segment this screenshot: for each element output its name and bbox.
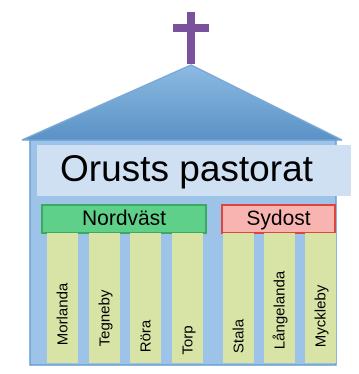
section-box-sydost (221, 204, 336, 234)
parish-column (130, 233, 161, 363)
parish-column (305, 233, 336, 363)
section-label-nordvast: Nordväst (81, 207, 167, 230)
parish-column (172, 233, 203, 363)
parish-column (223, 233, 254, 363)
parish-label-morlanda: Morlanda (54, 282, 72, 346)
roof (21, 64, 343, 141)
section-box-nordvast (41, 204, 207, 234)
page-title: Orusts pastorat (60, 148, 313, 189)
cross-icon (187, 12, 195, 64)
parish-label-langelanda: Långelanda (271, 270, 289, 350)
title-banner (37, 145, 351, 196)
cross-arm (173, 24, 209, 32)
parish-column (264, 233, 295, 363)
parish-column (47, 233, 78, 363)
parish-label-tegneby: Tegneby (96, 289, 114, 347)
parish-column (89, 233, 120, 363)
parish-label-rora: Röra (137, 319, 155, 353)
parish-label-myckleby: Myckleby (312, 284, 330, 348)
section-label-sydost: Sydost (246, 207, 311, 230)
parish-label-stala: Stala (230, 318, 248, 354)
parish-label-torp: Torp (179, 325, 197, 355)
